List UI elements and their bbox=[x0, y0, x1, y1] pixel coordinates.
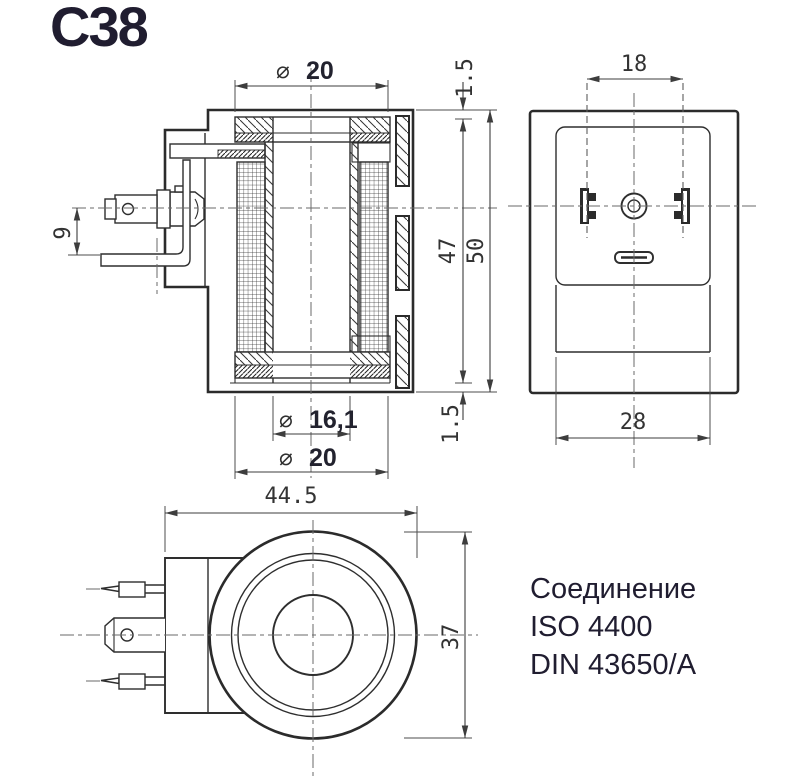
terminal-pin-top bbox=[86, 581, 165, 598]
dim-overall-width: 44.5 bbox=[265, 484, 318, 509]
diameter-symbol: ⌀ bbox=[276, 58, 290, 84]
section-view: ⌀ 20 1.5 47 50 1.5 9 ⌀ 16,1 ⌀ 20 bbox=[51, 57, 497, 479]
connection-note-line3: DIN 43650/A bbox=[530, 649, 697, 681]
dim-top-plate-thickness: 1.5 bbox=[453, 58, 478, 98]
front-view: 18 28 bbox=[508, 52, 760, 468]
dim-inner-height: 47 bbox=[436, 238, 461, 265]
dim-bottom-flange-diameter: 20 bbox=[309, 444, 337, 472]
drawing-title: C38 bbox=[50, 0, 149, 58]
terminal-pin-bottom bbox=[86, 673, 165, 690]
dim-terminal-offset: 9 bbox=[51, 226, 76, 239]
connection-note-line2: ISO 4400 bbox=[530, 611, 653, 643]
housing-strip bbox=[395, 315, 410, 389]
connection-note: Соединение ISO 4400 DIN 43650/A bbox=[530, 570, 696, 684]
diameter-symbol: ⌀ bbox=[279, 445, 293, 471]
dim-top-flange-diameter: 20 bbox=[306, 57, 334, 85]
connection-note-line1: Соединение bbox=[530, 573, 697, 605]
dim-overall-height: 50 bbox=[464, 238, 489, 265]
ground-bracket bbox=[100, 159, 191, 267]
top-view: 44.5 37 bbox=[60, 484, 478, 778]
housing-strip bbox=[395, 215, 410, 291]
dim-connector-width: 28 bbox=[620, 410, 647, 435]
dim-bore-diameter: 16,1 bbox=[309, 406, 358, 434]
dim-pin-spacing: 18 bbox=[621, 52, 648, 77]
housing-strip bbox=[395, 115, 410, 187]
diameter-symbol: ⌀ bbox=[279, 407, 293, 433]
spade-terminal bbox=[104, 185, 205, 229]
bore-walls bbox=[272, 117, 351, 383]
dim-bottom-plate-thickness: 1.5 bbox=[439, 404, 464, 444]
coil-winding-left bbox=[236, 161, 266, 353]
coil-winding-right bbox=[359, 161, 389, 353]
dim-coil-diameter: 37 bbox=[439, 624, 464, 651]
